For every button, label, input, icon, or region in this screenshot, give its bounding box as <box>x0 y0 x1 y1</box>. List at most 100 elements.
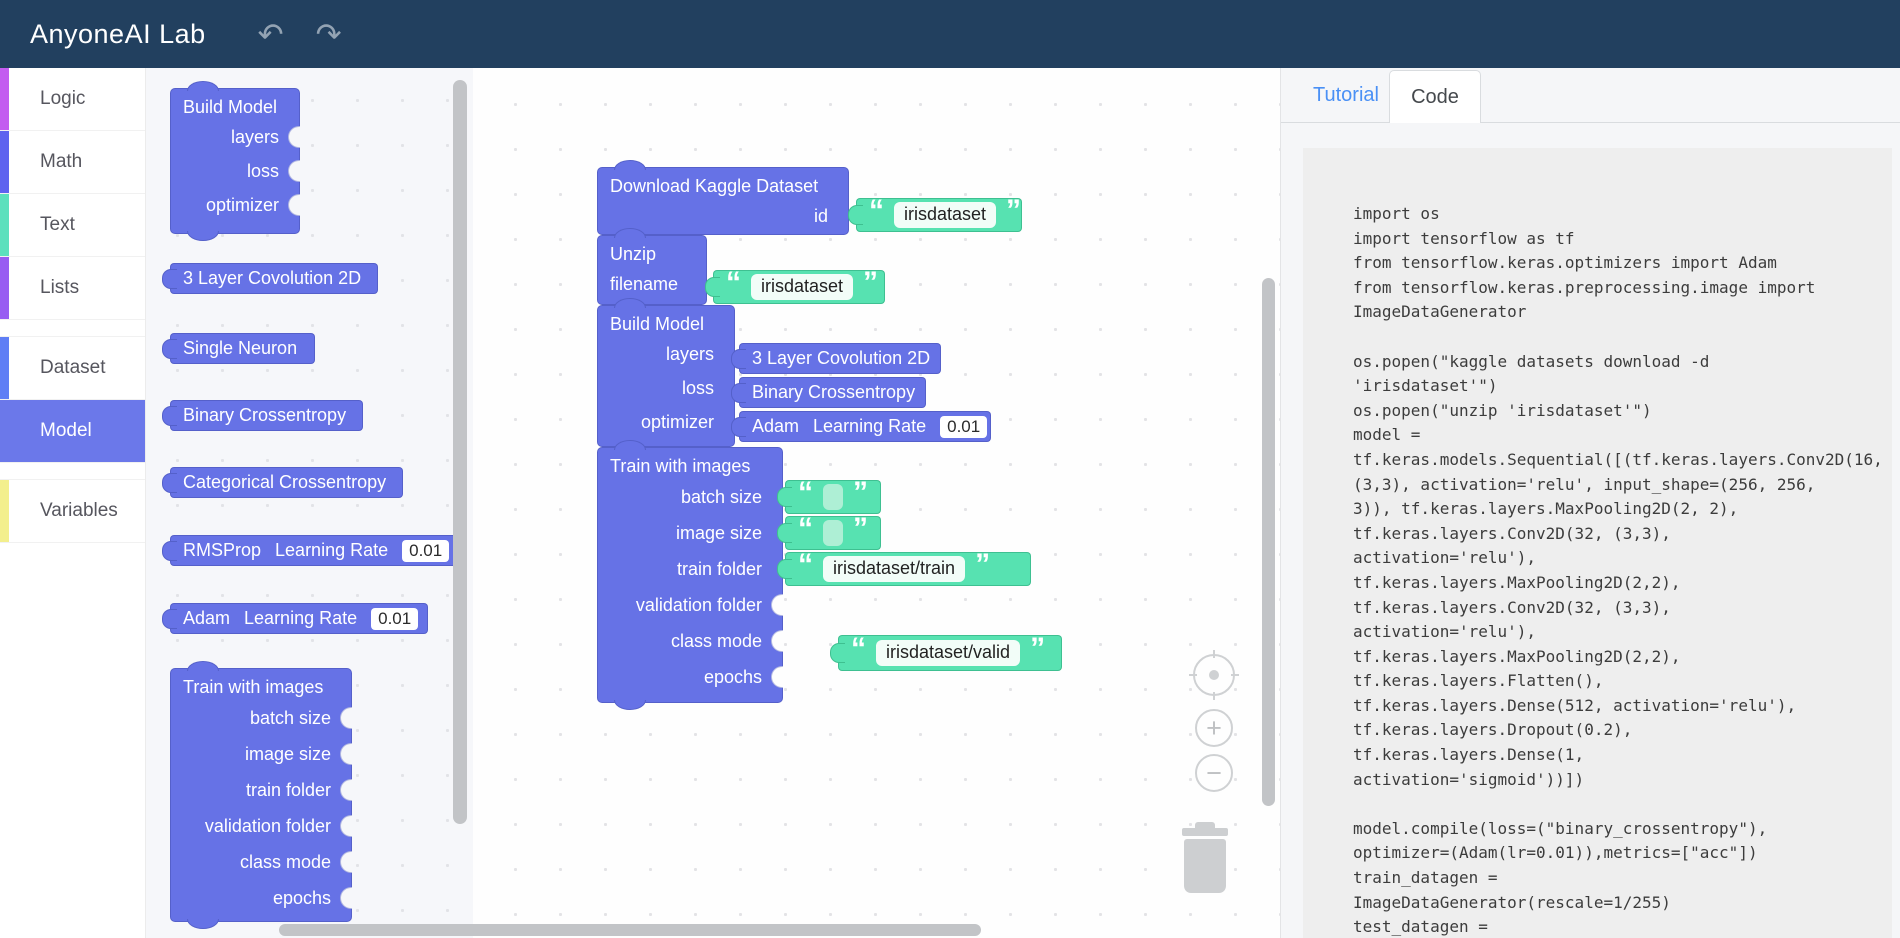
block-label: RMSProp <box>183 540 262 560</box>
zoom-out-button[interactable]: − <box>1195 754 1233 792</box>
text-field[interactable]: irisdataset/train <box>823 556 966 582</box>
sidebar-item-model[interactable]: Model <box>0 400 145 463</box>
category-color-strip <box>0 337 9 399</box>
close-quote-icon: ” <box>863 266 879 299</box>
sidebar-item-logic[interactable]: Logic <box>0 68 145 131</box>
field-label: Learning Rate <box>244 608 358 628</box>
toolbox-block-binary-crossentropy[interactable]: Binary Crossentropy <box>170 400 363 431</box>
toolbox-block-single-neuron[interactable]: Single Neuron <box>170 333 315 364</box>
text-block-image-size-value[interactable]: “ ” <box>785 512 881 550</box>
canvas-horizontal-scrollbar[interactable] <box>279 924 981 936</box>
learning-rate-field[interactable]: 0.01 <box>402 539 450 562</box>
trash-can-icon[interactable] <box>1179 822 1231 893</box>
block-label: Binary Crossentropy <box>183 405 347 425</box>
text-block-train-folder-value[interactable]: “ irisdataset/train ” <box>785 548 1031 586</box>
input-label: filename <box>610 273 679 294</box>
value-socket <box>340 851 352 873</box>
input-label: epochs <box>272 887 331 908</box>
toolbox-block-build-model[interactable]: Build Model layers loss optimizer <box>170 81 300 241</box>
category-color-strip <box>0 68 9 130</box>
input-label: batch size <box>249 707 331 728</box>
value-socket <box>288 194 300 216</box>
value-socket <box>340 743 352 765</box>
category-label: Logic <box>40 88 86 109</box>
field-label: Learning Rate <box>813 416 927 436</box>
value-socket <box>771 666 783 688</box>
category-group-divider <box>0 320 145 337</box>
category-sidebar: Logic Math Text Lists Dataset Model Vari… <box>0 68 146 938</box>
learning-rate-field[interactable]: 0.01 <box>940 415 988 438</box>
category-label: Math <box>40 151 83 172</box>
text-field-empty[interactable] <box>823 520 843 546</box>
canvas-vertical-scrollbar[interactable] <box>1262 278 1275 806</box>
workspace-canvas[interactable]: Download Kaggle Dataset id “ irisdataset… <box>473 68 1280 938</box>
input-label: loss <box>246 160 279 181</box>
canvas-value-adam-optimizer[interactable]: Adam Learning Rate 0.01 <box>739 411 991 442</box>
block-label: Train with images <box>610 456 751 476</box>
text-field[interactable]: irisdataset/valid <box>876 640 1021 666</box>
toolbox-block-adam[interactable]: Adam Learning Rate 0.01 <box>170 603 428 634</box>
tab-code[interactable]: Code <box>1389 70 1481 123</box>
canvas-value-binary-crossentropy[interactable]: Binary Crossentropy <box>739 377 926 408</box>
sidebar-item-variables[interactable]: Variables <box>0 480 145 543</box>
flyout-scrollbar[interactable] <box>453 80 467 824</box>
toolbox-block-3-layer-covolution-2d[interactable]: 3 Layer Covolution 2D <box>170 263 378 294</box>
text-block-batch-size-value[interactable]: “ ” <box>785 476 881 514</box>
block-label: Train with images <box>183 677 324 697</box>
generated-code-box: import os import tensorflow as tf from t… <box>1303 148 1892 938</box>
text-block-filename-value[interactable]: “ irisdataset ” <box>713 266 885 304</box>
canvas-value-3-layer-covolution-2d[interactable]: 3 Layer Covolution 2D <box>739 343 941 374</box>
text-block-id-value[interactable]: “ irisdataset ” <box>856 194 1022 232</box>
text-field-empty[interactable] <box>823 484 843 510</box>
app-title: AnyoneAI Lab <box>30 18 206 49</box>
text-field[interactable]: irisdataset <box>894 202 997 228</box>
input-label: optimizer <box>640 411 714 432</box>
close-quote-icon: ” <box>853 476 868 509</box>
value-socket <box>288 160 300 182</box>
text-field[interactable]: irisdataset <box>751 274 854 300</box>
block-label: Binary Crossentropy <box>752 382 916 402</box>
block-label: Build Model <box>183 97 278 117</box>
learning-rate-field[interactable]: 0.01 <box>371 607 419 630</box>
crosshair-tick <box>1231 674 1239 676</box>
block-label: Adam <box>752 416 800 436</box>
block-label: Categorical Crossentropy <box>183 472 387 492</box>
sidebar-item-math[interactable]: Math <box>0 131 145 194</box>
open-quote-icon: “ <box>869 194 884 227</box>
toolbox-block-categorical-crossentropy[interactable]: Categorical Crossentropy <box>170 467 403 498</box>
canvas-block-unzip[interactable]: Unzip filename <box>597 228 707 305</box>
input-label: validation folder <box>635 594 762 615</box>
minus-icon: − <box>1206 757 1222 788</box>
open-quote-icon: “ <box>798 548 813 581</box>
value-socket <box>771 630 783 652</box>
crosshair-tick <box>1213 650 1215 658</box>
plus-icon: + <box>1206 712 1222 743</box>
sidebar-item-lists[interactable]: Lists <box>0 257 145 320</box>
zoom-reset-button[interactable] <box>1189 650 1239 700</box>
canvas-block-build-model[interactable]: Build Model layers loss optimizer <box>597 298 735 447</box>
canvas-block-download-kaggle-dataset[interactable]: Download Kaggle Dataset id <box>597 160 849 235</box>
undo-icon[interactable]: ↶ <box>257 16 284 52</box>
input-label: layers <box>230 126 279 147</box>
input-label: batch size <box>680 486 762 507</box>
sidebar-item-dataset[interactable]: Dataset <box>0 337 145 400</box>
open-quote-icon: “ <box>798 512 813 545</box>
generated-code-text: import os import tensorflow as tf from t… <box>1353 204 1883 937</box>
toolbox-block-train-with-images[interactable]: Train with images batch size image size … <box>170 661 352 929</box>
tab-tutorial[interactable]: Tutorial <box>1313 83 1379 106</box>
top-navbar: AnyoneAI Lab ↶ ↷ <box>0 0 1900 68</box>
toolbox-block-rmsprop[interactable]: RMSProp Learning Rate 0.01 <box>170 535 462 566</box>
input-label: optimizer <box>205 194 279 215</box>
canvas-block-train-with-images[interactable]: Train with images batch size image size … <box>597 440 783 710</box>
category-label: Lists <box>40 277 80 298</box>
sidebar-item-text[interactable]: Text <box>0 194 145 257</box>
zoom-in-button[interactable]: + <box>1195 709 1233 747</box>
block-label: Unzip <box>610 244 657 264</box>
field-label: Learning Rate <box>275 540 389 560</box>
text-block-valid-folder-floating[interactable]: “ irisdataset/valid ” <box>838 634 1062 671</box>
redo-icon[interactable]: ↷ <box>315 16 342 52</box>
crosshair-tick <box>1213 692 1215 700</box>
block-label: 3 Layer Covolution 2D <box>183 268 362 288</box>
input-label: validation folder <box>204 815 331 836</box>
close-quote-icon: ” <box>1006 194 1022 227</box>
